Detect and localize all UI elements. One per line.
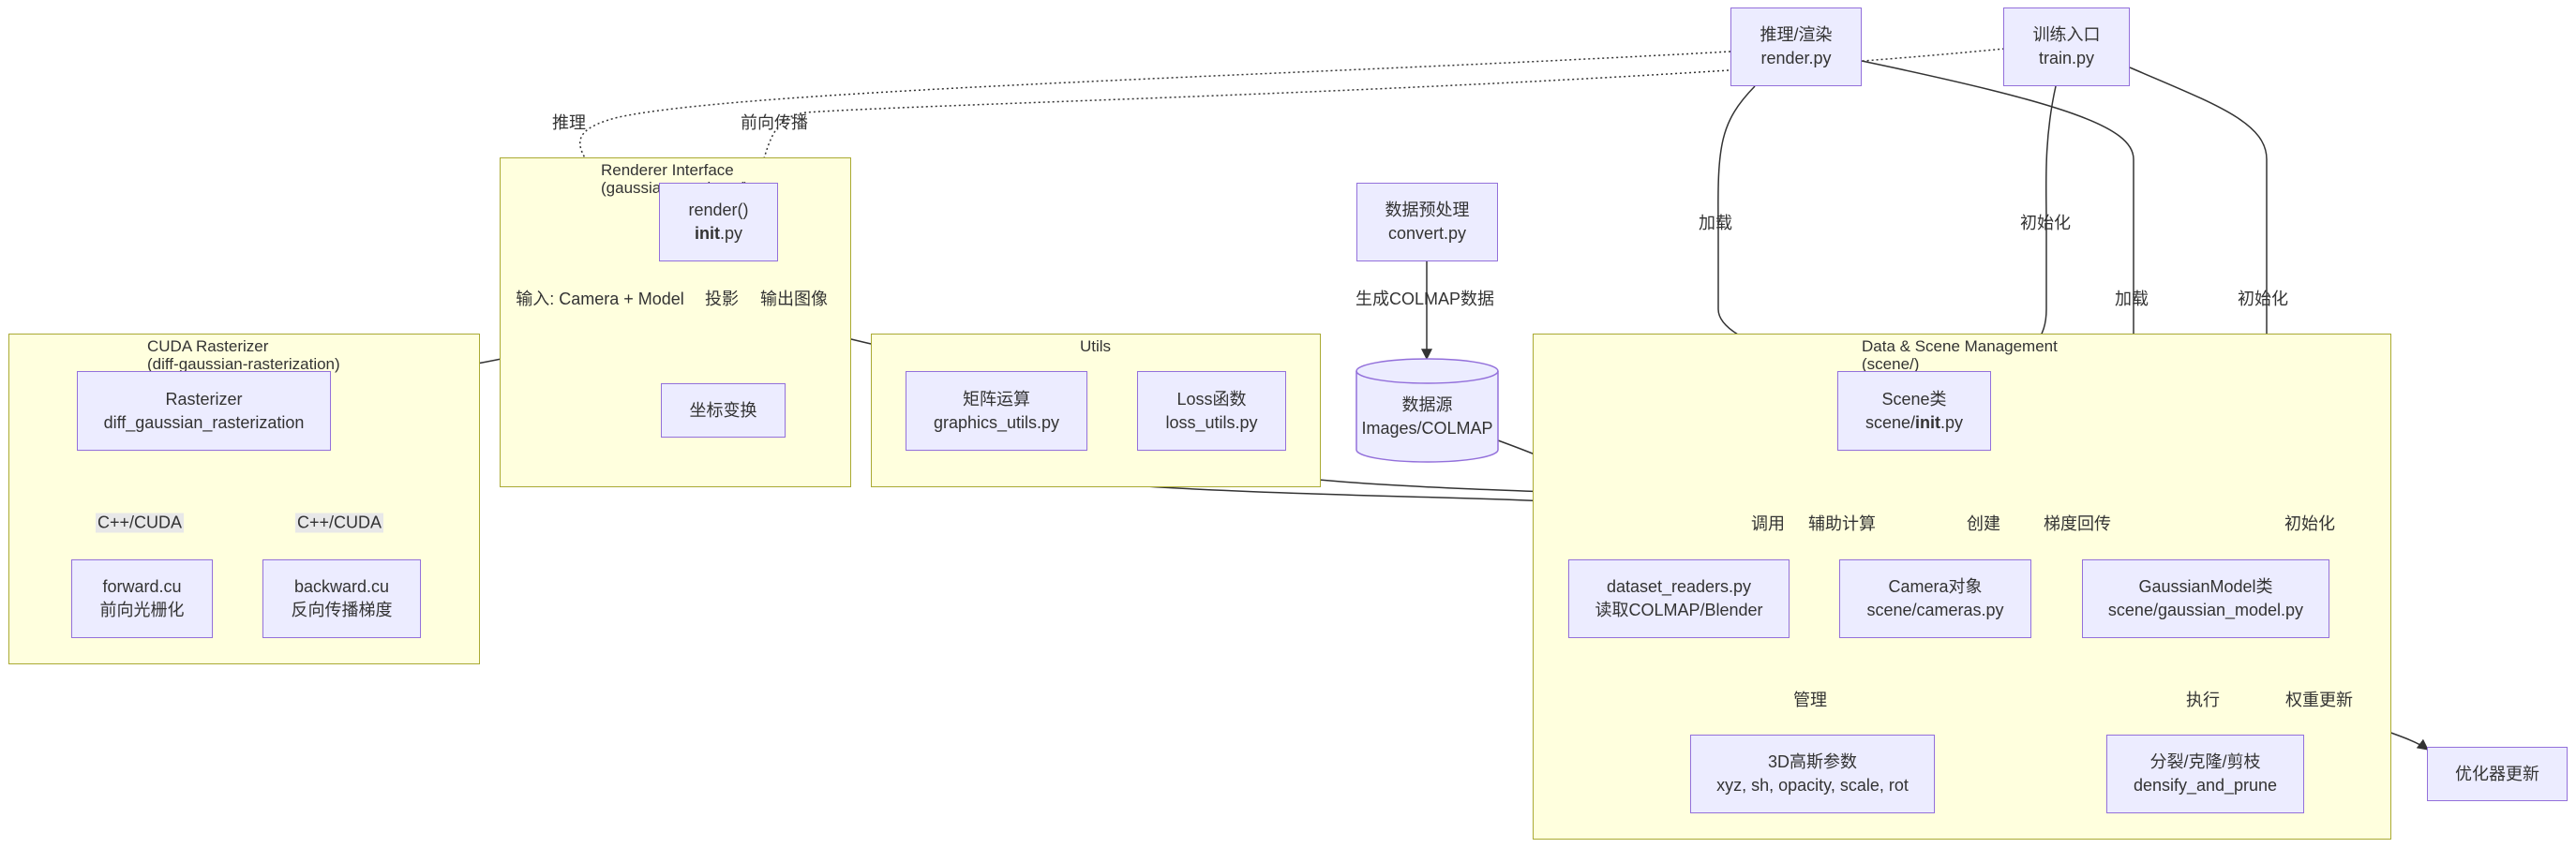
- node-densify[interactable]: 分裂/克隆/剪枝 densify_and_prune: [2106, 735, 2304, 813]
- node-sublabel: graphics_utils.py: [933, 412, 1060, 432]
- node-label: 优化器更新: [2455, 764, 2539, 783]
- node-label: 训练入口: [2032, 25, 2101, 44]
- node-label: 坐标变换: [689, 400, 757, 420]
- node-dataset-readers[interactable]: dataset_readers.py 读取COLMAP/Blender: [1568, 559, 1790, 638]
- edge-label-exec: 执行: [2186, 691, 2220, 709]
- node-sublabel: Images/COLMAP: [1361, 419, 1493, 438]
- edge-label-cuda-2: C++/CUDA: [294, 513, 384, 533]
- edge-label-gen-colmap: 生成COLMAP数据: [1355, 290, 1495, 308]
- node-sublabel: render.py: [1760, 49, 1832, 67]
- edge-label-init-2: 初始化: [2238, 290, 2288, 308]
- node-coord-transform[interactable]: 坐标变换: [661, 383, 786, 438]
- node-3d-gaussian-params[interactable]: 3D高斯参数 xyz, sh, opacity, scale, rot: [1690, 735, 1935, 813]
- node-label: 数据预处理: [1385, 201, 1470, 219]
- node-sublabel: scene/cameras.py: [1866, 601, 2004, 619]
- edge-label-create: 创建: [1967, 514, 2000, 533]
- node-label: 推理/渲染: [1760, 25, 1833, 44]
- edge-label-init-3: 初始化: [2284, 514, 2335, 533]
- node-label: Rasterizer: [165, 389, 243, 409]
- cluster-title: CUDA Rasterizer (diff-gaussian-rasteriza…: [147, 337, 340, 373]
- node-label: 矩阵运算: [963, 389, 1030, 409]
- edge-label-forward-pass: 前向传播: [741, 113, 808, 132]
- node-label: 3D高斯参数: [1767, 752, 1857, 771]
- edge-label-infer: 推理: [552, 113, 586, 132]
- node-sublabel: convert.py: [1387, 224, 1467, 243]
- node-sublabel: init.py: [695, 222, 742, 245]
- node-sublabel: scene/gaussian_model.py: [2107, 601, 2304, 619]
- cylinder-shape: [1355, 358, 1499, 463]
- node-sublabel: 读取COLMAP/Blender: [1595, 601, 1763, 619]
- node-render-py[interactable]: 推理/渲染 render.py: [1730, 7, 1862, 86]
- cluster-title: Utils: [1080, 337, 1112, 355]
- node-label: 分裂/克隆/剪枝: [2149, 752, 2261, 771]
- node-rasterizer[interactable]: Rasterizer diff_gaussian_rasterization: [77, 371, 331, 451]
- node-label: render(): [688, 201, 749, 219]
- node-sublabel: diff_gaussian_rasterization: [103, 412, 305, 432]
- node-forward-cu[interactable]: forward.cu 前向光栅化: [71, 559, 213, 638]
- node-sublabel: 前向光栅化: [99, 601, 185, 619]
- edge-label-manage: 管理: [1793, 691, 1827, 709]
- edge-label-load-1: 加载: [1699, 214, 1732, 232]
- node-label: backward.cu: [293, 577, 390, 596]
- node-sublabel: scene/init.py: [1865, 411, 1963, 435]
- node-sublabel: train.py: [2038, 49, 2095, 67]
- node-camera[interactable]: Camera对象 scene/cameras.py: [1839, 559, 2031, 638]
- node-label: Scene类: [1881, 389, 1947, 409]
- edge-label-projection: 投影: [705, 290, 739, 308]
- edge-label-output-image: 输出图像: [760, 290, 828, 308]
- node-label: Loss函数: [1176, 389, 1247, 409]
- bold-init: init: [694, 224, 720, 243]
- cluster-title: Data & Scene Management (scene/): [1862, 337, 2058, 373]
- edge-label-aux: 辅助计算: [1808, 514, 1876, 533]
- path-prefix: scene/: [1865, 412, 1916, 432]
- node-sublabel: xyz, sh, opacity, scale, rot: [1716, 776, 1909, 795]
- bold-init: init: [1915, 412, 1941, 432]
- node-gaussian-model[interactable]: GaussianModel类 scene/gaussian_model.py: [2082, 559, 2329, 638]
- node-scene-class[interactable]: Scene类 scene/init.py: [1837, 371, 1991, 451]
- node-train-py[interactable]: 训练入口 train.py: [2003, 7, 2130, 86]
- edge-label-weight: 权重更新: [2285, 691, 2353, 709]
- node-label: GaussianModel类: [2138, 577, 2273, 596]
- node-loss-utils[interactable]: Loss函数 loss_utils.py: [1137, 371, 1286, 451]
- node-sublabel: 反向传播梯度: [291, 601, 393, 619]
- node-datasource[interactable]: 数据源 Images/COLMAP: [1355, 358, 1499, 463]
- node-graphics-utils[interactable]: 矩阵运算 graphics_utils.py: [906, 371, 1087, 451]
- edge-label-load-2: 加载: [2115, 290, 2149, 308]
- node-label: Camera对象: [1888, 577, 1983, 596]
- node-label: dataset_readers.py: [1606, 577, 1752, 596]
- node-sublabel: loss_utils.py: [1165, 412, 1258, 432]
- node-optimizer[interactable]: 优化器更新: [2427, 747, 2568, 801]
- node-render-fn[interactable]: render() init.py: [659, 183, 778, 261]
- node-sublabel: densify_and_prune: [2133, 776, 2278, 795]
- edge-label-input-camera: 输入: Camera + Model: [516, 290, 684, 308]
- node-convert-py[interactable]: 数据预处理 convert.py: [1356, 183, 1498, 261]
- ext: .py: [719, 224, 742, 243]
- ext: .py: [1940, 412, 1964, 432]
- node-backward-cu[interactable]: backward.cu 反向传播梯度: [262, 559, 421, 638]
- node-label: 数据源: [1401, 395, 1453, 414]
- node-label: forward.cu: [102, 577, 182, 596]
- edge-label-init-1: 初始化: [2020, 214, 2071, 232]
- edge-label-cuda-1: C++/CUDA: [95, 513, 185, 533]
- edge-train-to-renderfn: [754, 48, 2005, 186]
- edge-label-call: 调用: [1751, 514, 1785, 533]
- edge-label-grad: 梯度回传: [2044, 514, 2111, 533]
